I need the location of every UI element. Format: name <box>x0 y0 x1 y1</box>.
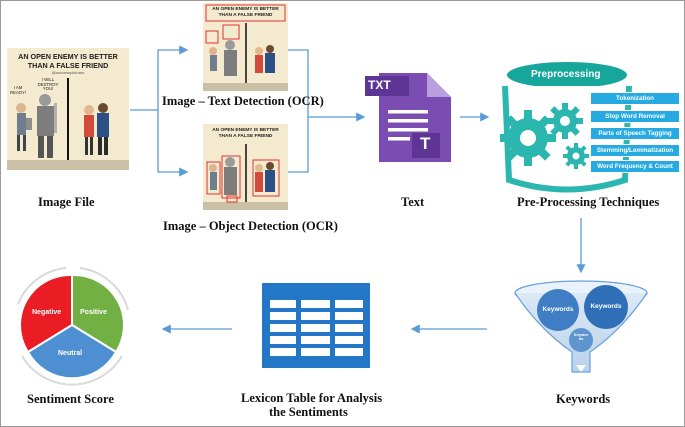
gear-large-icon <box>500 110 556 166</box>
gear-small-icon <box>563 143 589 169</box>
keyword-bubble-1: Keywords <box>542 306 574 313</box>
object-detection-picture: AN OPEN ENEMY IS BETTER THAN A FALSE FRI… <box>203 124 288 210</box>
sentiment-positive-label: Positive <box>80 309 107 316</box>
arrow-to-object-detection <box>157 110 189 177</box>
od-figures <box>203 144 288 210</box>
txt-badge: TXT <box>368 78 391 92</box>
sentiment-negative-label: Negative <box>32 309 62 316</box>
step-stemming: Stemming/Lemmatization <box>590 144 680 157</box>
keyword-bubble-2: Keywords <box>590 303 622 310</box>
step-stop-word-removal: Stop Word Removal <box>590 110 680 123</box>
sentiment-neutral-slice <box>26 323 118 380</box>
arrow-od-join <box>287 117 309 173</box>
label-lexicon-1: Lexicon Table for Analysis <box>241 391 383 405</box>
label-text-detection: Image – Text Detection (OCR) <box>162 94 324 108</box>
step-tokenization: Tokenization <box>590 92 680 105</box>
keyword-bubble-3: Keywor ds <box>573 332 589 342</box>
text-detection-picture: AN OPEN ENEMY IS BETTER THAN A FALSE FRI… <box>203 3 288 91</box>
label-object-detection: Image – Object Detection (OCR) <box>163 219 338 233</box>
td-figures <box>203 4 288 91</box>
label-sentiment-score: Sentiment Score <box>27 392 114 406</box>
label-image-file: Image File <box>38 195 95 209</box>
od-caption-2: THAN A FALSE FRIEND <box>218 134 273 139</box>
arrow-to-text-detection <box>157 45 189 110</box>
meme-caption-1: AN OPEN ENEMY IS BETTER <box>18 52 118 61</box>
preprocessing-title: Preprocessing <box>531 69 601 80</box>
bubble-left: I AM READY! <box>10 85 26 95</box>
td-caption-2: THAN A FALSE FRIEND <box>218 13 273 18</box>
label-keywords: Keywords <box>556 392 611 406</box>
image-file-picture: AN OPEN ENEMY IS BETTER THAN A FALSE FRI… <box>7 48 129 170</box>
td-caption-1: AN OPEN ENEMY IS BETTER <box>212 7 279 12</box>
meme-credit: @successpictures <box>51 70 85 75</box>
bubble-right: I WILL DESTROY YOU! <box>37 77 59 91</box>
od-caption-1: AN OPEN ENEMY IS BETTER <box>212 128 279 133</box>
sentiment-neutral-label: Neutral <box>58 350 83 357</box>
txt-letter: T <box>420 134 431 153</box>
arrow-td-join <box>287 49 309 117</box>
label-lexicon-2: the Sentiments <box>269 405 348 419</box>
label-preprocessing-techniques: Pre-Processing Techniques <box>517 195 660 209</box>
step-pos-tagging: Parts of Speech Tagging <box>590 127 680 140</box>
label-text: Text <box>401 195 425 209</box>
gear-medium-icon <box>547 103 583 139</box>
meme-figures <box>7 78 129 170</box>
step-word-frequency: Word Frequency & Count <box>590 160 680 173</box>
meme-caption-2: THAN A FALSE FRIEND <box>27 61 109 70</box>
